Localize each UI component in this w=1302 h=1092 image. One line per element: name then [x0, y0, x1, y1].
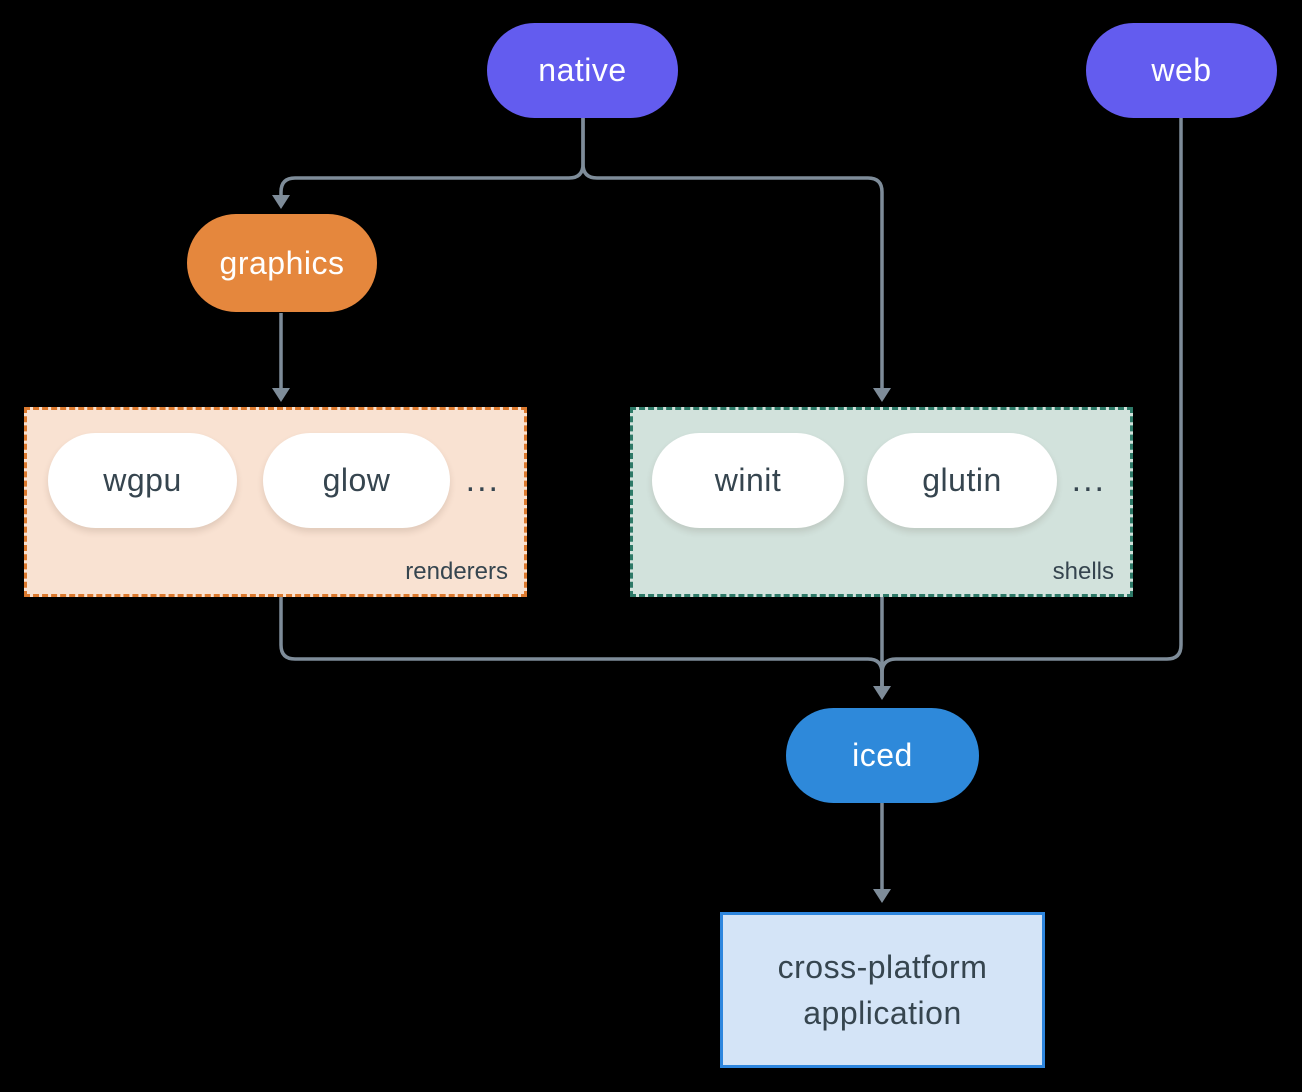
arrowhead-renderers	[272, 388, 290, 402]
group-renderers: wgpu glow ... renderers	[24, 407, 527, 597]
edge-web-iced	[880, 118, 1183, 687]
node-web: web	[1086, 23, 1277, 118]
node-iced: iced	[786, 708, 979, 803]
renderers-ellipsis: ...	[465, 461, 500, 499]
arrowhead-iced	[873, 686, 891, 700]
edge-native-shells	[581, 118, 884, 389]
node-graphics-label: graphics	[219, 244, 345, 281]
arrowhead-shells	[873, 388, 891, 402]
node-cross-platform-application: cross-platform application	[720, 912, 1045, 1068]
arrowhead-app	[873, 889, 891, 903]
node-iced-label: iced	[852, 737, 913, 773]
shells-group-label: shells	[1052, 558, 1114, 585]
shells-ellipsis: ...	[1071, 461, 1106, 499]
node-winit-label: winit	[714, 462, 782, 498]
node-web-label: web	[1151, 52, 1212, 88]
node-graphics: graphics	[187, 214, 377, 312]
node-native-label: native	[538, 52, 627, 88]
node-glow: glow	[263, 433, 450, 528]
arrowhead-graphics	[272, 195, 290, 209]
group-shells: winit glutin ... shells	[630, 407, 1133, 597]
node-wgpu-label: wgpu	[103, 462, 182, 498]
node-glutin-label: glutin	[922, 462, 1002, 498]
node-glow-label: glow	[322, 462, 391, 498]
edge-native-graphics	[279, 118, 585, 196]
node-winit: winit	[652, 433, 844, 528]
node-wgpu: wgpu	[48, 433, 237, 528]
node-native: native	[487, 23, 678, 118]
renderers-group-label: renderers	[405, 558, 508, 585]
node-app-label: cross-platform application	[777, 948, 988, 1031]
node-glutin: glutin	[867, 433, 1057, 528]
edge-renderers-iced	[279, 597, 884, 687]
